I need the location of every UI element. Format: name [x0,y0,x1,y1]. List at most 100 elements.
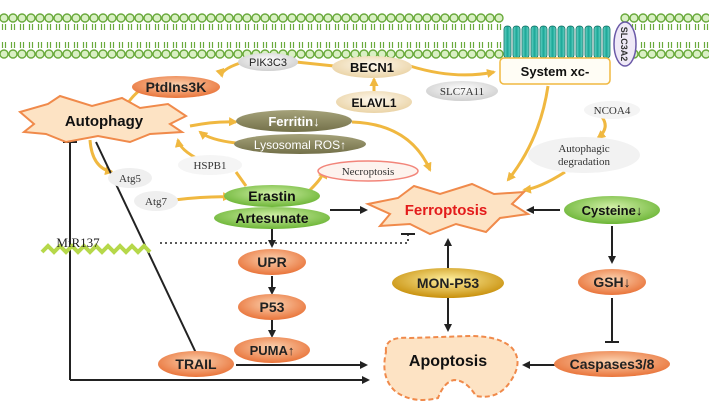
lipid-tail [676,24,682,30]
lipid-head [89,49,99,59]
lipid-tail [118,24,124,30]
lipid-tail [82,24,88,30]
lipid-head [656,13,666,23]
lipid-head [71,49,81,59]
elavl1-label: ELAVL1 [351,96,396,110]
autophagic-degradation-node [528,137,640,173]
lipid-tail [46,24,52,30]
transporter-helix [548,25,557,59]
p53-label: P53 [260,299,285,315]
lipid-head [476,13,486,23]
lipid-head [629,13,639,23]
lipid-head [359,13,369,23]
edge-becn1-systemxc [409,64,496,78]
becn1-node [332,56,412,78]
lipid-tail [172,42,178,48]
apoptosis-node [383,334,519,401]
lipid-tail [46,42,52,48]
gsh-label: GSH↓ [593,274,630,290]
upr-label: UPR [257,254,287,270]
lipid-tail [253,42,259,48]
lipid-head [620,13,630,23]
lipid-head [35,13,45,23]
erastin-node [224,185,320,207]
ncoa4-node [584,101,640,119]
lipid-head [8,49,18,59]
lipid-tail [658,42,664,48]
lipid-tail [55,24,61,30]
lipid-tail [271,24,277,30]
lipid-tail [289,42,295,48]
lipid-head [206,49,216,59]
lipid-head [305,13,315,23]
lipid-head [8,13,18,23]
lipid-head [62,49,72,59]
lipid-tail [388,42,394,48]
system-xc-transporter: SLC3A2 [503,21,637,67]
lipid-head [107,49,117,59]
lipid-tail [406,24,412,30]
lipid-head [206,13,216,23]
lipid-tail [280,42,286,48]
lipid-head [647,13,657,23]
lipid-head [197,49,207,59]
lipid-tail [199,42,205,48]
lipid-tail [262,42,268,48]
lipid-head [665,13,675,23]
lipid-head [458,49,468,59]
lipid-tail [433,24,439,30]
mir137-node [40,243,152,255]
lipid-head [170,49,180,59]
lipid-tail [37,42,43,48]
lipid-tail [127,42,133,48]
lipid-tail [100,42,106,48]
trail-label: TRAIL [175,356,217,372]
lipid-tail [163,42,169,48]
lipid-head [125,13,135,23]
lipid-tail [397,42,403,48]
lipid-head [467,13,477,23]
lipid-tail [19,42,25,48]
puma-label: PUMA↑ [250,343,295,358]
lipid-head [98,13,108,23]
edge-mir137-ferroptosis [160,234,409,244]
lipid-tail [703,24,709,30]
lipid-head [233,49,243,59]
lipid-tail [28,42,34,48]
lipid-head [701,13,709,23]
necroptosis-label: Necroptosis [342,166,395,178]
lipid-head [44,49,54,59]
lipid-head [323,49,333,59]
lipid-head [386,13,396,23]
lipid-tail [460,24,466,30]
lipid-head [44,13,54,23]
lipid-head [89,13,99,23]
edge-autophagy-ferritin [189,117,238,128]
apoptosis-label: Apoptosis [409,353,487,370]
pathway-nodes: PIK3C3 BECN1 System xc- PtdIns3K ELAVL1 … [17,53,670,401]
lipid-tail [640,24,646,30]
lipid-tail [316,24,322,30]
lipid-tail [370,24,376,30]
lipid-head [458,13,468,23]
lipid-head [413,13,423,23]
lipid-head [431,13,441,23]
cysteine-label: Cysteine↓ [582,203,643,218]
transporter-helix [593,25,602,59]
artesunate-label: Artesunate [235,210,308,226]
lipid-head [314,13,324,23]
lipid-head [98,49,108,59]
lipid-head [656,49,666,59]
lysosomal-ros-node [234,134,366,154]
autophagic-degradation-label-1: Autophagic [558,143,609,155]
pik3c3-node [238,53,298,71]
lipid-head [71,13,81,23]
transporter-helix [575,25,584,59]
lipid-head [476,49,486,59]
transporter-helix [602,25,611,59]
lipid-tail [154,24,160,30]
necroptosis-node [317,160,419,182]
lipid-tail [64,42,70,48]
lipid-head [404,13,414,23]
lipid-head [125,49,135,59]
